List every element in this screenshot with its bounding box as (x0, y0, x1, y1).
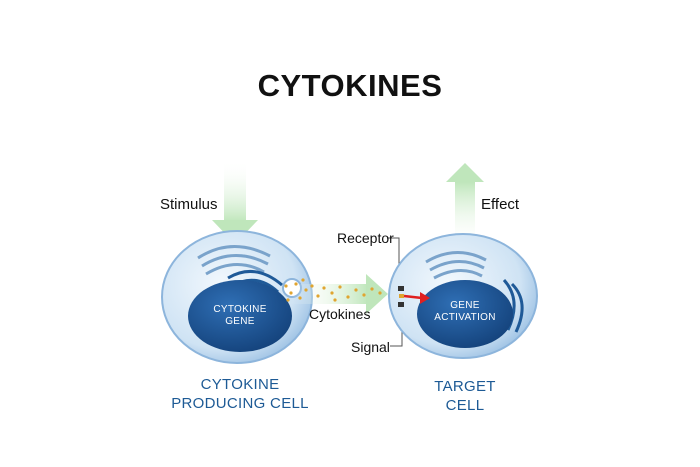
target-cell (388, 233, 538, 359)
effect-label: Effect (481, 196, 520, 213)
cytokine-producing-cell (161, 230, 313, 364)
cytokines-arrow (290, 274, 388, 314)
cytokine-gene-line1: CYTOKINE (213, 304, 267, 315)
receptor-label: Receptor (337, 230, 394, 246)
cytokines-label: Cytokines (309, 306, 371, 322)
cytokine-gene-text: CYTOKINE GENE (200, 304, 280, 328)
producing-cell-caption-line1: CYTOKINE (200, 376, 280, 393)
gene-activation-text: GENE ACTIVATION (425, 300, 505, 324)
gene-activation-line1: GENE (450, 300, 480, 311)
cytokine-gene-line2: GENE (225, 316, 255, 327)
gene-activation-nucleus (417, 280, 513, 348)
target-cell-caption: TARGET CELL (415, 377, 515, 415)
signal-arrow (403, 292, 430, 304)
effect-arrow (446, 163, 484, 248)
receptor-icons (398, 286, 404, 307)
cytokine-gene-nucleus (188, 280, 292, 352)
gene-activation-line2: ACTIVATION (434, 312, 496, 323)
producing-cell-caption-line2: PRODUCING CELL (171, 395, 309, 412)
producing-cell-caption: CYTOKINE PRODUCING CELL (150, 375, 330, 413)
cytokine-particles (284, 278, 382, 302)
stimulus-label: Stimulus (160, 196, 218, 213)
signal-label: Signal (351, 339, 390, 355)
diagram-title: CYTOKINES (257, 68, 443, 103)
target-cell-caption-line2: CELL (445, 397, 485, 414)
target-cell-caption-line1: TARGET (434, 378, 496, 395)
